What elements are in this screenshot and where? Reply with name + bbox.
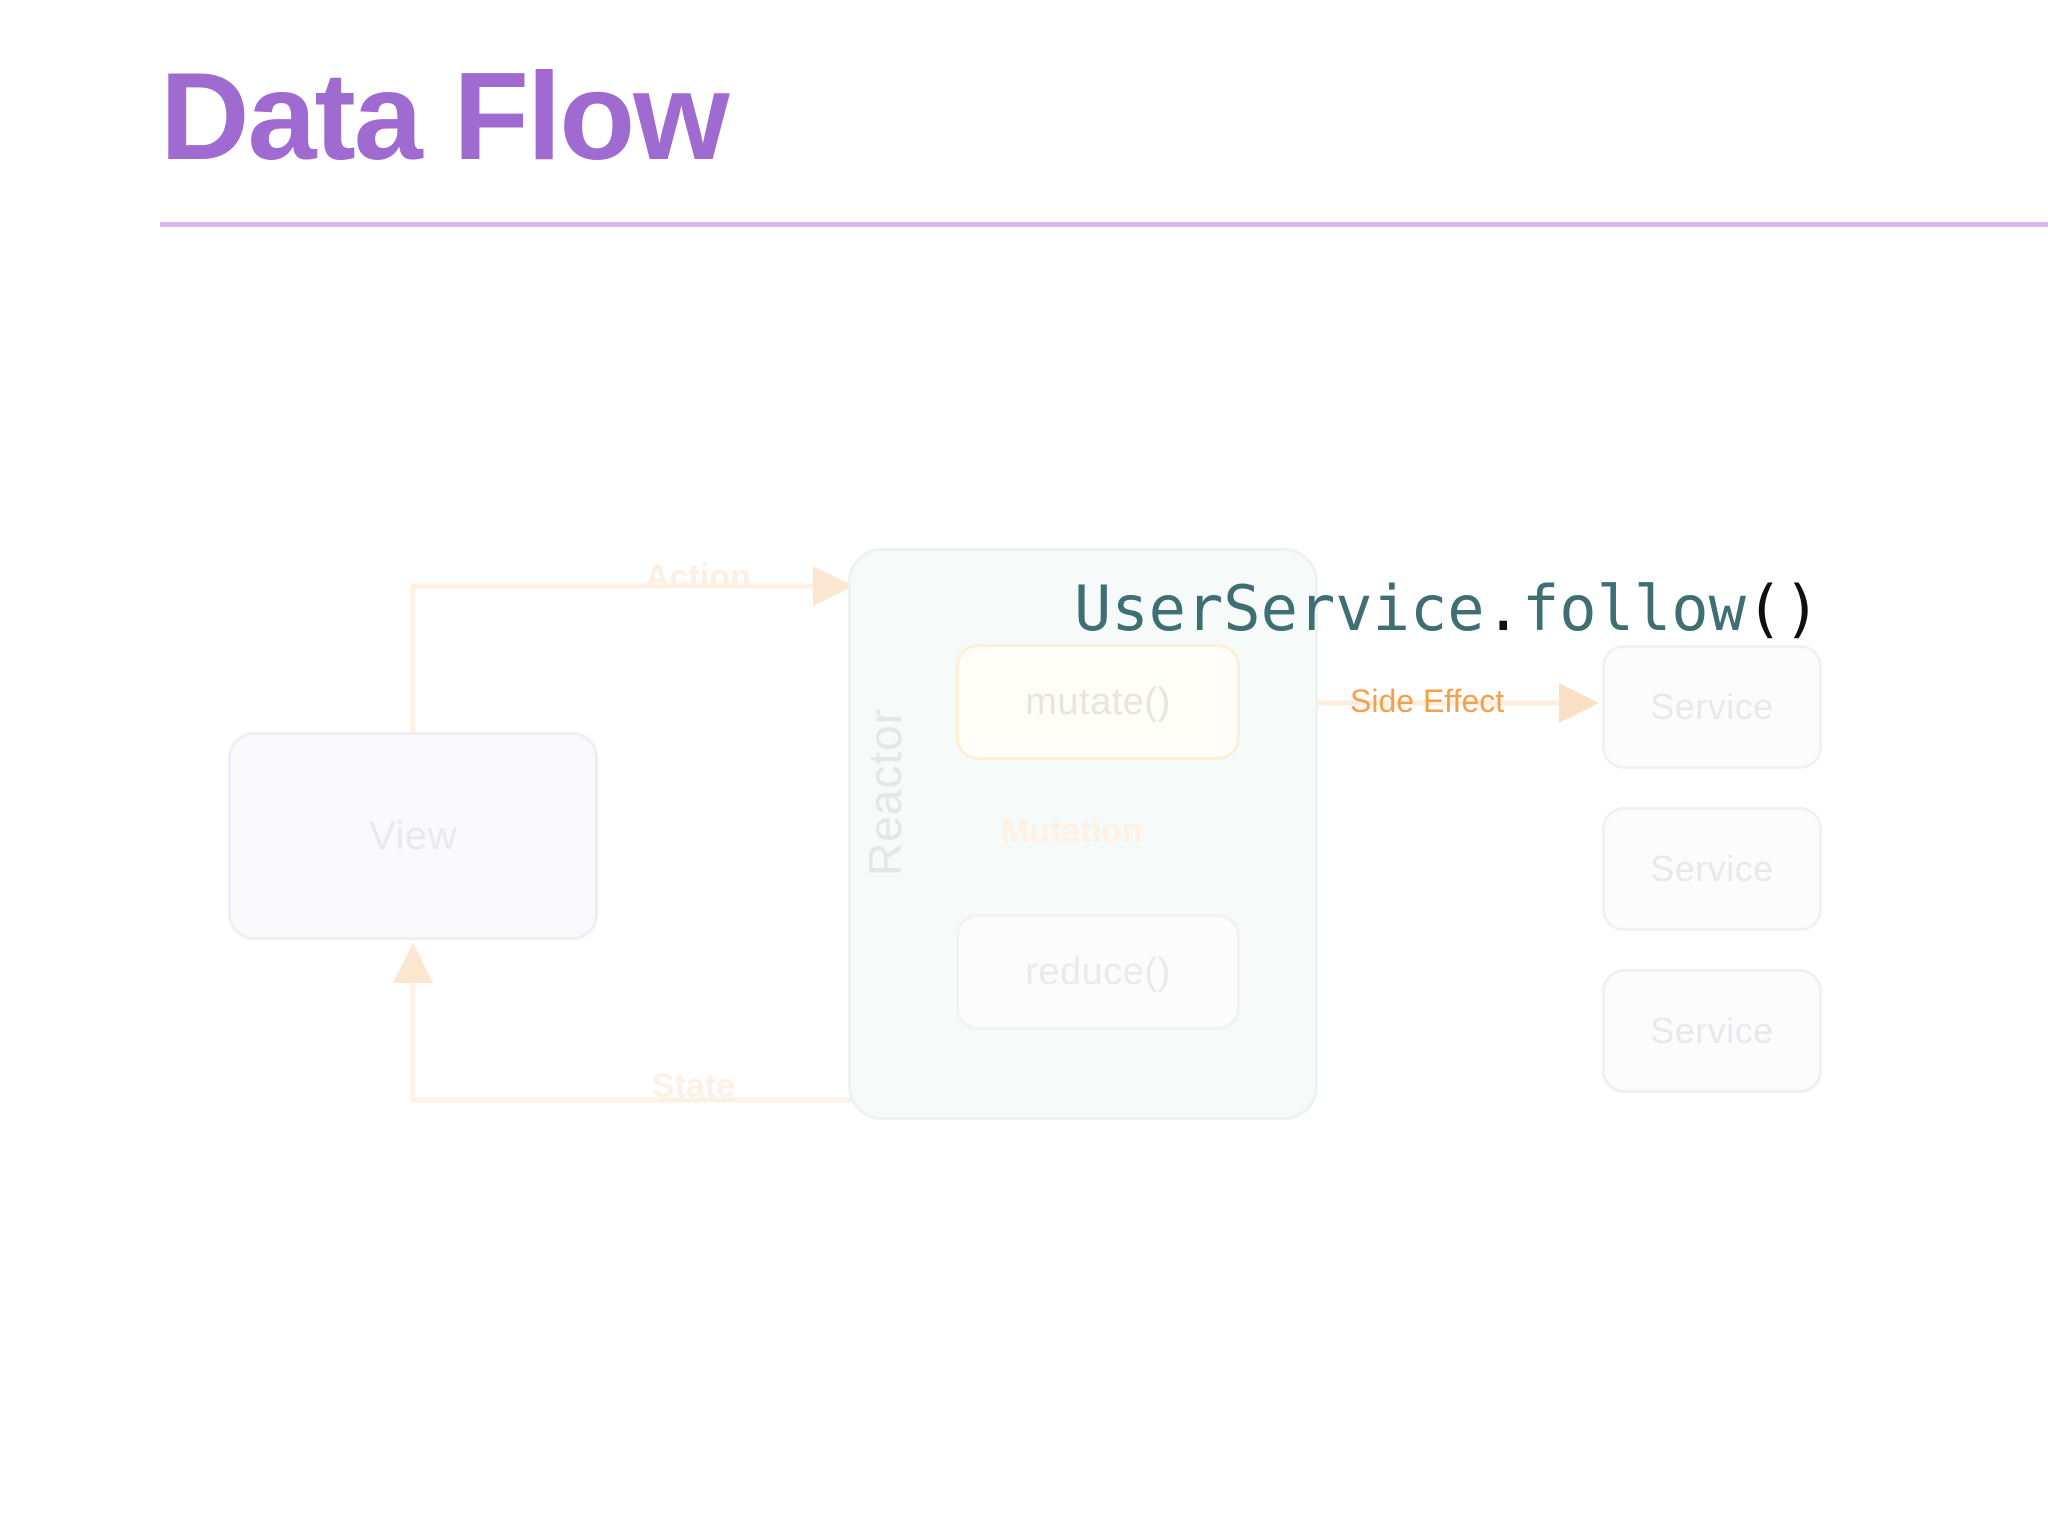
code-token-follow: follow	[1521, 572, 1746, 645]
code-token-dot: .	[1484, 572, 1522, 645]
title-divider	[160, 222, 2048, 227]
node-service-3[interactable]: Service	[1602, 969, 1822, 1093]
edge-action	[410, 566, 853, 732]
code-overlay: UserService.follow()	[1074, 578, 1821, 640]
code-token-userservice: UserService	[1074, 572, 1485, 645]
reactor-label: Reactor	[859, 707, 911, 877]
edge-label-side-effect: Side Effect	[1350, 683, 1505, 719]
edge-label-action: Action	[645, 558, 751, 596]
node-service-1[interactable]: Service	[1602, 645, 1822, 769]
page-title: Data Flow	[160, 48, 730, 186]
node-reduce[interactable]: reduce()	[956, 914, 1240, 1030]
edge-label-state: State	[652, 1067, 736, 1105]
node-mutate[interactable]: mutate()	[956, 644, 1240, 760]
node-service-2[interactable]: Service	[1602, 807, 1822, 931]
edge-label-mutation: Mutation	[1001, 812, 1143, 850]
node-view[interactable]: View	[228, 732, 598, 940]
code-token-parens: ()	[1745, 572, 1821, 645]
